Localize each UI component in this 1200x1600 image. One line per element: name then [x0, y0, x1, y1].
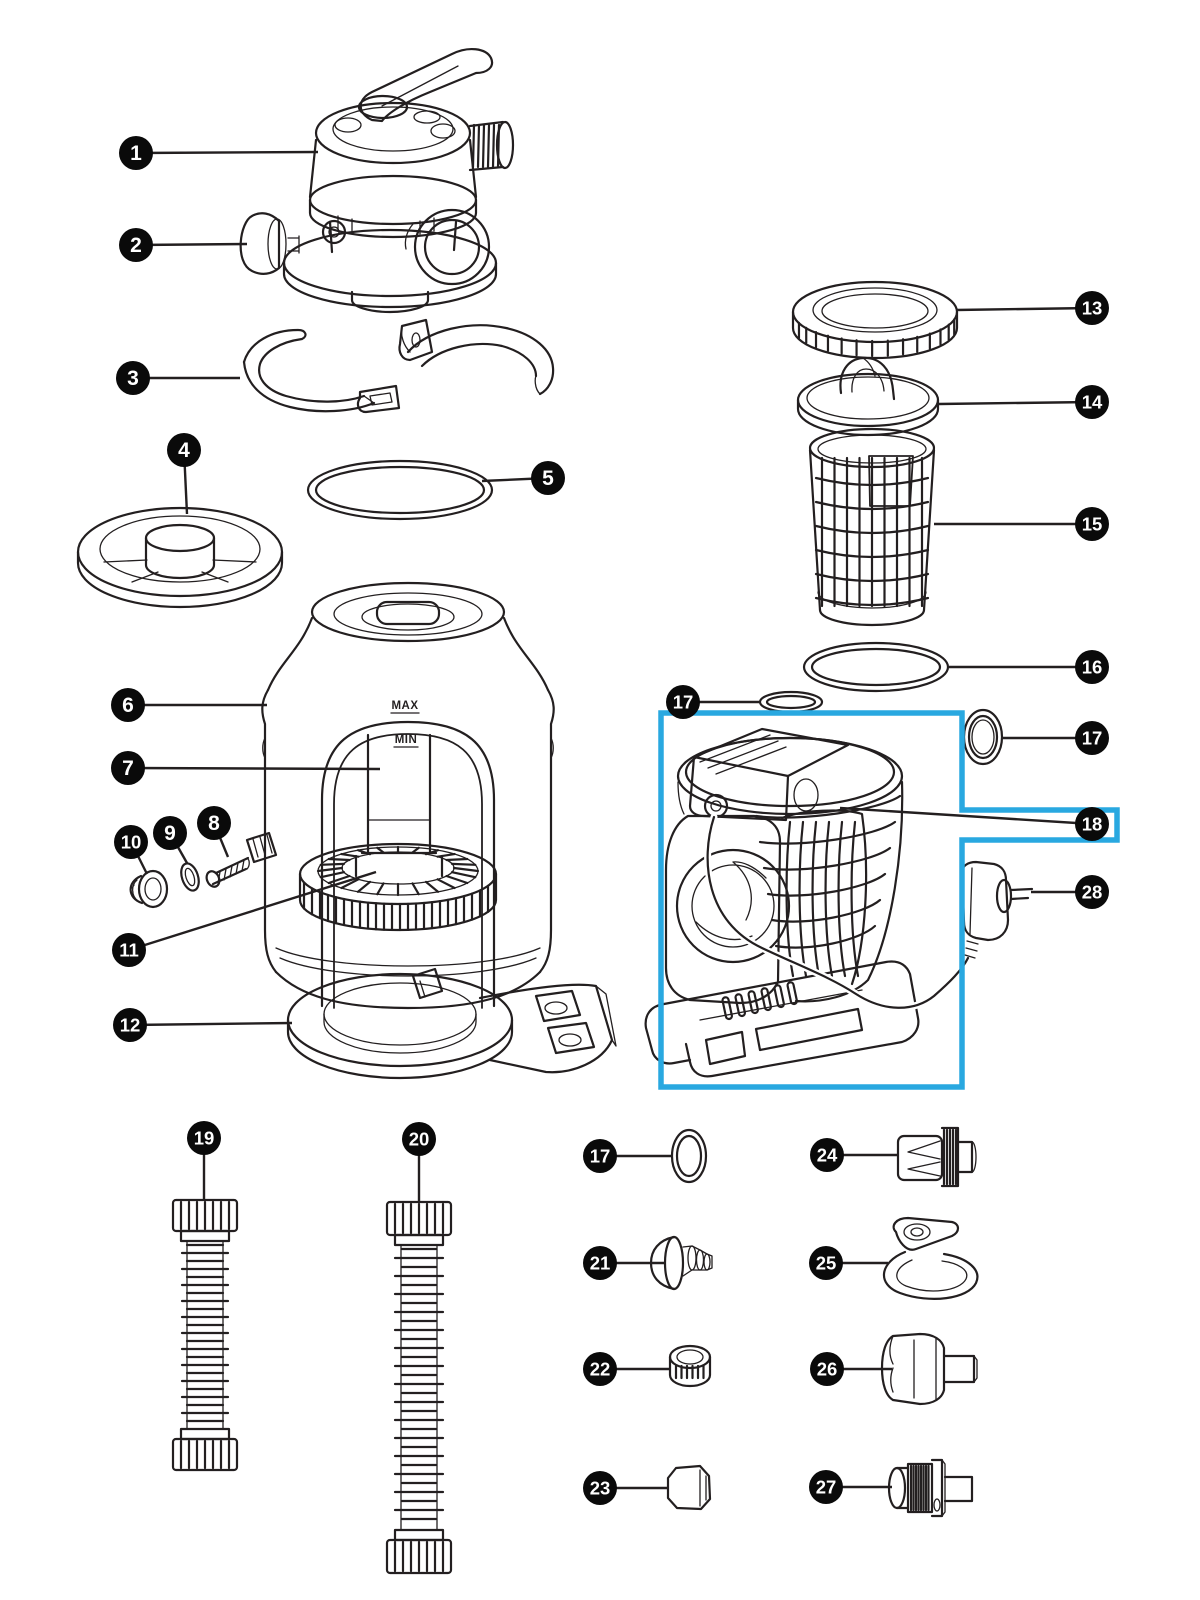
- svg-text:18: 18: [1082, 814, 1103, 835]
- callout-hose-clamp: 25: [809, 1246, 888, 1280]
- part-ring-nut: [791, 280, 959, 360]
- svg-text:17: 17: [1082, 728, 1103, 749]
- part-washer: [180, 862, 200, 892]
- part-screw: [205, 856, 250, 888]
- callout-drain-valve: 27: [809, 1470, 892, 1504]
- svg-text:14: 14: [1082, 392, 1103, 413]
- callout-adapter: 24: [810, 1138, 897, 1172]
- svg-text:2: 2: [130, 234, 142, 257]
- svg-text:23: 23: [590, 1478, 611, 1499]
- part-hose-short: [171, 1198, 239, 1472]
- callout-washer: 9: [153, 816, 189, 864]
- svg-text:19: 19: [194, 1128, 215, 1149]
- part-tank: [245, 581, 555, 1010]
- svg-text:7: 7: [122, 757, 134, 780]
- callout-hose-short: 19: [187, 1121, 221, 1201]
- part-adapter: [896, 1126, 977, 1188]
- callout-drain-cap: 23: [583, 1471, 669, 1505]
- svg-text:28: 28: [1082, 882, 1103, 903]
- callout-tank-oring: 5: [481, 461, 565, 495]
- callout-power-plug: 28: [1031, 875, 1109, 909]
- callout-drain-connector: 21: [583, 1246, 664, 1280]
- svg-text:15: 15: [1082, 514, 1103, 535]
- part-pump: [644, 727, 972, 1078]
- callout-base: 12: [113, 1008, 293, 1042]
- svg-text:10: 10: [121, 832, 142, 853]
- tank-level-labels: MAX MIN: [390, 700, 420, 748]
- line-art: MAX MIN: [76, 48, 1034, 1575]
- svg-text:11: 11: [119, 940, 139, 961]
- part-oring-right: [962, 708, 1004, 766]
- min-label: MIN: [395, 734, 418, 746]
- svg-text:17: 17: [590, 1146, 611, 1167]
- part-oring-small: [670, 1128, 708, 1184]
- svg-text:13: 13: [1082, 298, 1103, 319]
- part-drain-valve: [887, 1458, 974, 1518]
- part-valve-knob: [880, 1332, 978, 1406]
- svg-text:4: 4: [178, 439, 190, 462]
- svg-text:27: 27: [816, 1477, 837, 1498]
- part-oring-left: [758, 690, 824, 714]
- svg-text:12: 12: [120, 1015, 141, 1036]
- callout-pump: 18: [839, 806, 1109, 841]
- callout-control-knob: 2: [119, 228, 248, 262]
- svg-text:26: 26: [817, 1359, 838, 1380]
- svg-text:17: 17: [673, 692, 694, 713]
- callout-oring-right: 17: [1003, 721, 1109, 755]
- part-basket: [808, 427, 936, 627]
- part-clamp-ring: [242, 318, 555, 414]
- part-collar-nut: [668, 1344, 712, 1388]
- callout-ring-nut: 13: [955, 291, 1109, 325]
- callout-tank: 6: [111, 688, 267, 722]
- svg-text:22: 22: [590, 1359, 611, 1380]
- callout-collar-nut: 22: [583, 1352, 669, 1386]
- svg-text:6: 6: [122, 694, 134, 717]
- svg-text:3: 3: [127, 367, 139, 390]
- callout-screw: 8: [197, 806, 231, 858]
- max-label: MAX: [391, 700, 418, 712]
- callout-oring-left: 17: [666, 685, 759, 719]
- callout-cap: 10: [114, 825, 149, 875]
- part-control-knob: [239, 212, 300, 275]
- part-tank-oring: [306, 459, 494, 521]
- part-drain-cap: [666, 1464, 712, 1511]
- callout-basket: 15: [934, 507, 1109, 541]
- part-power-plug: [960, 860, 1034, 959]
- svg-text:21: 21: [590, 1253, 611, 1274]
- svg-text:5: 5: [542, 467, 554, 490]
- part-lid-oring: [802, 641, 950, 693]
- svg-text:9: 9: [164, 822, 176, 845]
- svg-text:8: 8: [208, 812, 220, 835]
- callout-diffuser: 4: [167, 433, 201, 515]
- part-cap: [129, 869, 169, 909]
- svg-text:16: 16: [1082, 657, 1103, 678]
- callout-lid: 14: [938, 385, 1109, 419]
- callout-hose-long: 20: [402, 1122, 436, 1203]
- part-laterals: [298, 842, 498, 932]
- callout-standpipe: 7: [111, 751, 381, 785]
- callout-valve: 1: [119, 136, 319, 170]
- part-hose-clamp: [882, 1216, 979, 1300]
- callout-lid-oring: 16: [949, 650, 1109, 684]
- svg-text:1: 1: [130, 142, 142, 165]
- callout-clamp-ring: 3: [116, 361, 240, 395]
- callout-valve-knob: 26: [810, 1352, 892, 1386]
- svg-text:25: 25: [816, 1253, 837, 1274]
- callout-oring-small: 17: [583, 1139, 671, 1173]
- callout-laterals: 11: [112, 870, 377, 967]
- part-base: [286, 967, 617, 1080]
- part-diffuser: [76, 506, 284, 609]
- part-drain-connector: [649, 1235, 713, 1291]
- svg-text:20: 20: [409, 1129, 430, 1150]
- part-multiport-valve: [282, 48, 515, 314]
- pump-highlight-box: [658, 710, 1120, 1090]
- svg-text:24: 24: [817, 1145, 838, 1166]
- part-lid: [796, 356, 940, 437]
- part-hose-long: [385, 1200, 453, 1575]
